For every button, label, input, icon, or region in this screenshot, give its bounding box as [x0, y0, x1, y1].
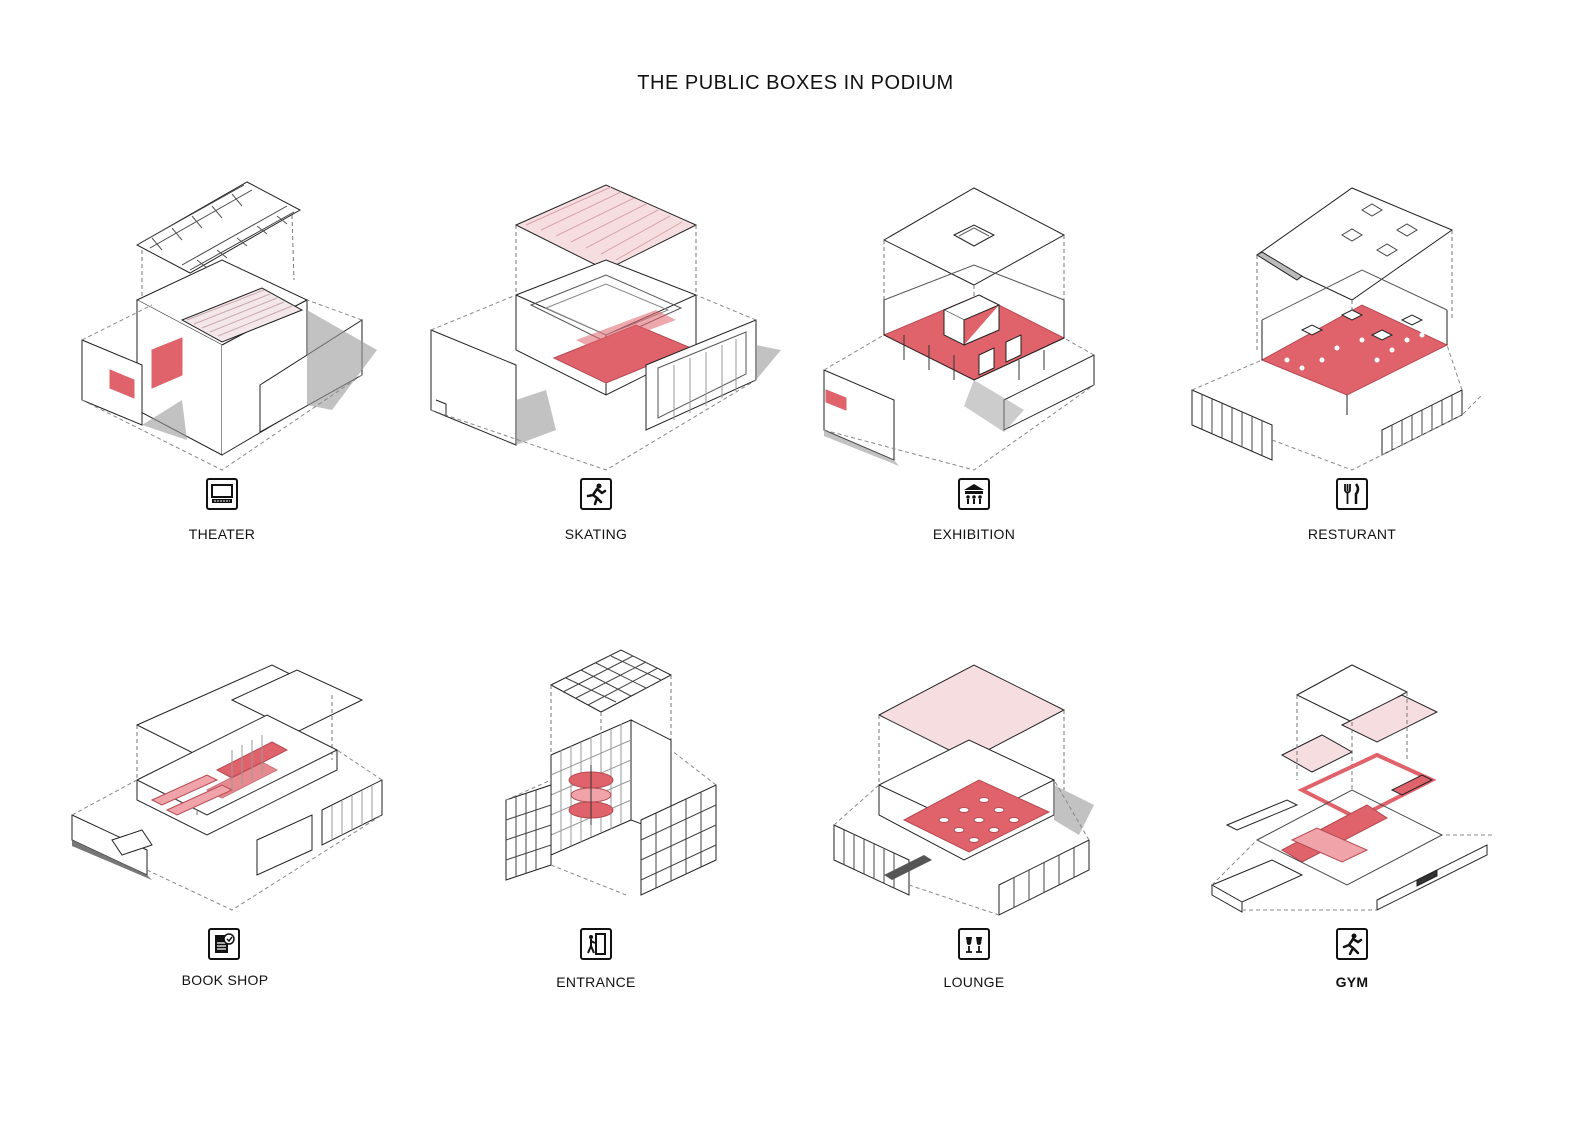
entrance-diagram — [505, 649, 717, 896]
entrance-door-icon — [580, 928, 612, 960]
box-label-exhibition: EXHIBITION — [932, 526, 1016, 542]
book-shop-icon — [208, 928, 240, 960]
box-label-gym: GYM — [1335, 974, 1369, 990]
box-label-book-shop: BOOK SHOP — [181, 972, 269, 988]
box-label-resturant: RESTURANT — [1307, 526, 1397, 542]
exhibition-gallery-icon — [958, 478, 990, 510]
skating-figure-icon — [580, 478, 612, 510]
box-theater: THEATER — [32, 170, 412, 640]
box-label-skating: SKATING — [564, 526, 628, 542]
box-resturant: RESTURANT — [1162, 170, 1542, 640]
box-label-lounge: LOUNGE — [943, 974, 1005, 990]
cheers-glasses-icon — [958, 928, 990, 960]
theater-diagram — [81, 181, 377, 471]
box-label-theater: THEATER — [188, 526, 256, 542]
lounge-diagram — [833, 664, 1094, 916]
book-shop-diagram — [71, 664, 383, 911]
exhibition-diagram — [823, 187, 1095, 471]
gym-diagram — [1210, 664, 1492, 913]
theater-screen-icon — [206, 478, 238, 510]
box-lounge: LOUNGE — [784, 640, 1164, 1110]
page-title: THE PUBLIC BOXES IN PODIUM — [637, 72, 954, 94]
box-label-entrance: ENTRANCE — [556, 974, 636, 990]
box-book-shop: BOOK SHOP — [32, 640, 412, 1110]
box-exhibition: EXHIBITION — [784, 170, 1164, 640]
box-skating: SKATING — [406, 170, 786, 640]
box-gym: GYM — [1162, 640, 1542, 1110]
resturant-diagram — [1191, 187, 1483, 471]
running-figure-icon — [1336, 928, 1368, 960]
box-entrance: ENTRANCE — [406, 640, 786, 1110]
fork-knife-icon — [1336, 478, 1368, 510]
skating-diagram — [430, 184, 781, 471]
